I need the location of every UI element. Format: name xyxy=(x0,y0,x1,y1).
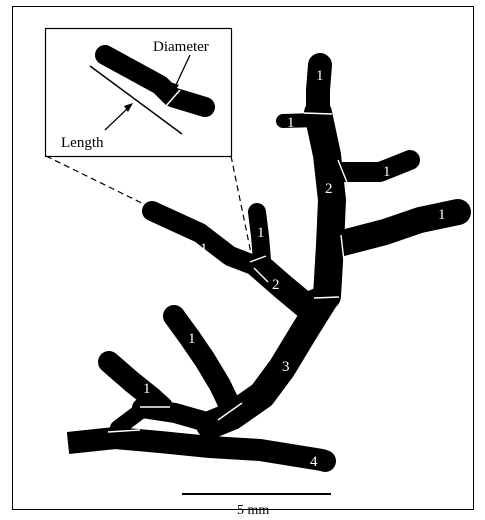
segment-label-right-upper: 1 xyxy=(383,164,391,180)
vessel-mid-left xyxy=(174,316,232,410)
segment-label-trunk: 4 xyxy=(310,454,318,470)
segment-label-right-lower: 1 xyxy=(438,207,446,223)
scale-bar-label: 5 mm xyxy=(237,503,269,518)
length-label: Length xyxy=(61,135,104,151)
segment-label-left-upper: 1 xyxy=(200,241,208,257)
vessel-connector-2 xyxy=(118,410,142,428)
diameter-label: Diameter xyxy=(153,39,209,55)
inset-connector-right xyxy=(231,156,252,258)
segment-label-lower-left: 1 xyxy=(143,381,151,397)
vessel-trunk xyxy=(68,438,322,460)
inset-connector-left xyxy=(46,156,160,212)
segment-label-small: 1 xyxy=(257,225,265,241)
segment-label-mid-left: 1 xyxy=(188,331,196,347)
segment-label-main-lower: 3 xyxy=(282,359,290,375)
segment-label-middle: 2 xyxy=(272,277,280,293)
vessel-main-upper xyxy=(318,113,332,296)
segment-label-top: 1 xyxy=(316,68,324,84)
vessel-left-upper xyxy=(152,211,256,266)
segment-label-stub: 1 xyxy=(287,115,295,131)
segment-label-main-upper: 2 xyxy=(325,181,333,197)
vessel-right-upper xyxy=(338,160,410,172)
